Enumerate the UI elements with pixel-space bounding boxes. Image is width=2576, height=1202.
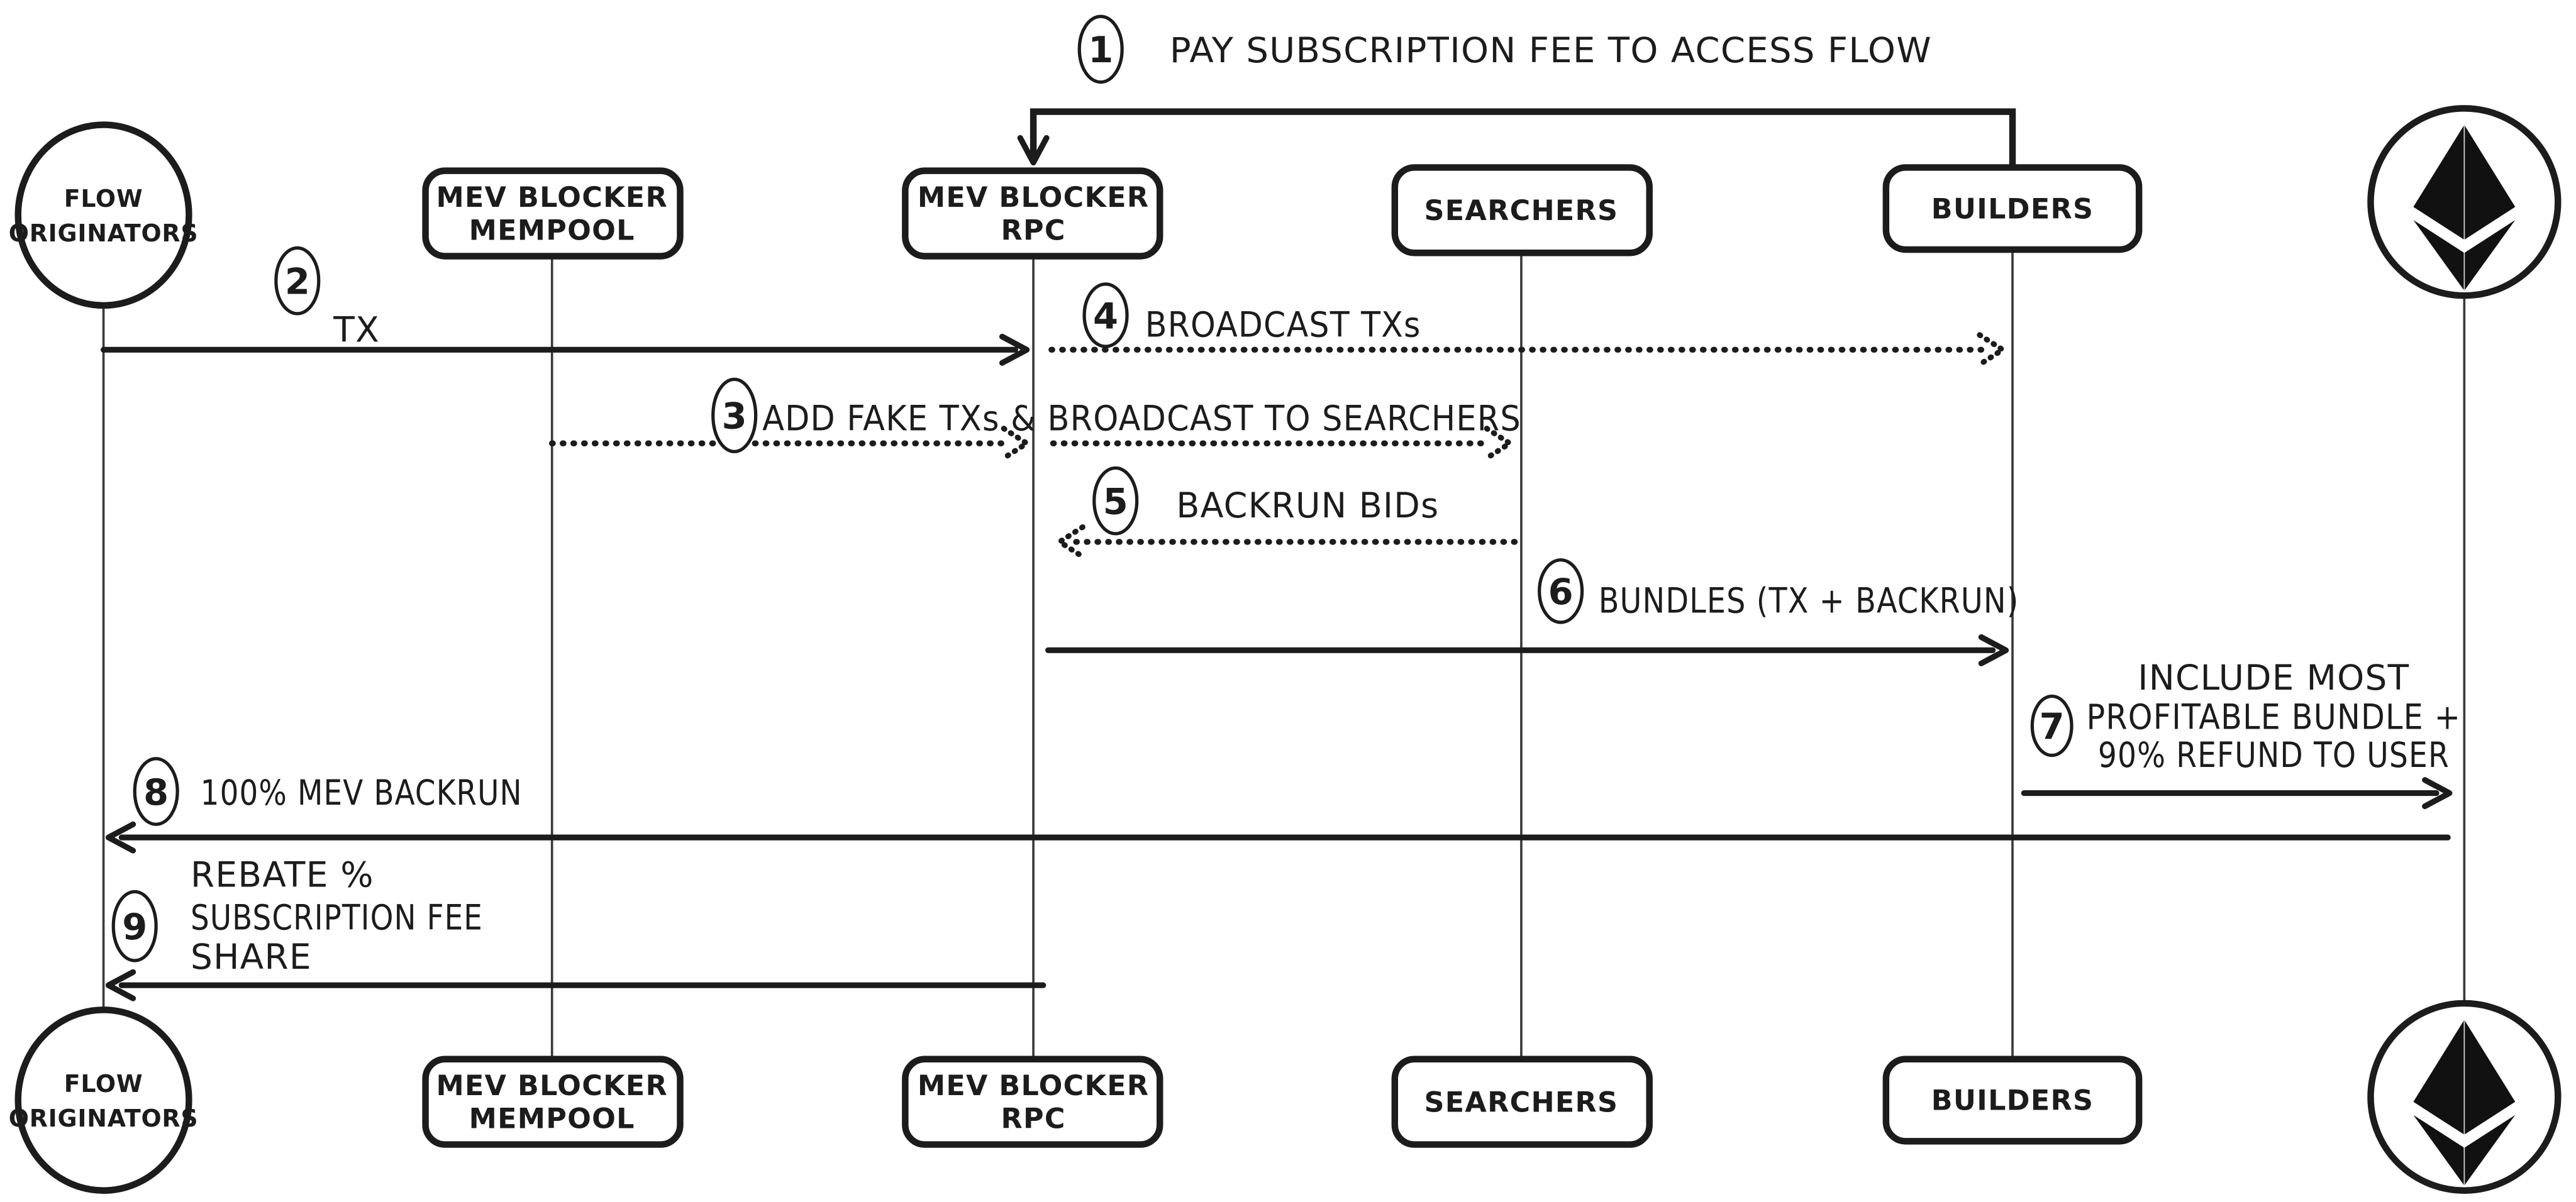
mev-blocker-rpc-label-line2: RPC	[1001, 214, 1065, 246]
step-5-number-badge	[1092, 466, 1139, 536]
step-6-number: 6	[1548, 571, 1574, 613]
flow-originators-circle-bottom	[14, 1006, 192, 1194]
step-2-number-badge	[274, 246, 321, 316]
builders-label: BUILDERS	[1931, 193, 2094, 225]
step-4-arrowhead-right-icon	[1977, 332, 2008, 368]
step-8-arrowhead-left-icon	[105, 821, 136, 854]
step-8-number: 8	[143, 771, 169, 813]
step-7-label-line2: PROFITABLE BUNDLE +	[2087, 697, 2462, 737]
step-6-number-badge	[1538, 558, 1584, 624]
step-1-number: 1	[1088, 29, 1113, 71]
actor-top-builders: BUILDERS	[1882, 164, 2143, 253]
step-4-number: 4	[1093, 295, 1118, 337]
step-6-arrowhead-right-icon	[1978, 634, 2009, 666]
step-9-label-line3: SHARE	[191, 937, 312, 977]
step-1-bracket-line	[1030, 108, 2016, 168]
mev-blocker-mempool-box	[422, 167, 684, 260]
step-2-arrowhead-right-icon	[999, 333, 1030, 366]
step-9-label-line1: REBATE %	[191, 854, 374, 895]
step-5-label: BACKRUN BIDs	[1176, 485, 1439, 526]
step-1-label: PAY SUBSCRIPTION FEE TO ACCESS FLOW	[1170, 30, 1932, 70]
step-1-arrowhead-down-icon	[1017, 135, 1050, 166]
step-4-label: BROADCAST TXs	[1145, 304, 1421, 345]
step-7-label-line1: INCLUDE MOST	[2138, 658, 2409, 698]
flow-originators-bottom-label-line2: ORIGINATORS	[9, 1105, 199, 1132]
searchers-bottom-label: SEARCHERS	[1424, 1086, 1619, 1118]
actor-bottom-mev-blocker-mempool: MEV BLOCKER MEMPOOL	[422, 1056, 684, 1148]
builders-box	[1882, 164, 2143, 253]
step-3-arrowhead-mid-icon	[1001, 426, 1032, 461]
step-8-label: 100% MEV BACKRUN	[201, 773, 523, 813]
flow-originators-label-line1: FLOW	[64, 185, 143, 212]
actor-bottom-flow-originators: FLOW ORIGINATORS	[9, 1006, 199, 1194]
searchers-label: SEARCHERS	[1424, 195, 1619, 227]
actor-bottom-ethereum	[2367, 1000, 2562, 1194]
step-3-number-badge	[711, 377, 758, 453]
mev-blocker-rpc-box	[902, 167, 1163, 260]
step-9-rebate-share: 9 REBATE % SUBSCRIPTION FEE SHARE	[105, 854, 1046, 1001]
step-1-pay-subscription-fee: 1 PAY SUBSCRIPTION FEE TO ACCESS FLOW	[1017, 14, 2016, 168]
step-4-number-badge	[1082, 282, 1129, 348]
mev-blocker-mempool-bottom-label-line1: MEV BLOCKER	[436, 1070, 667, 1102]
step-5-backrun-bids: 5 BACKRUN BIDs	[1054, 466, 1523, 560]
mev-blocker-mempool-label-line2: MEMPOOL	[469, 214, 635, 246]
actor-top-searchers: SEARCHERS	[1391, 164, 1653, 256]
actor-bottom-searchers: SEARCHERS	[1391, 1056, 1653, 1148]
step-6-bundles: 6 BUNDLES (TX + BACKRUN)	[1045, 558, 2019, 666]
lifelines	[102, 202, 2466, 1097]
step-8-mev-backrun: 8 100% MEV BACKRUN	[105, 757, 2451, 854]
mev-blocker-rpc-bottom-label-line1: MEV BLOCKER	[918, 1070, 1149, 1102]
step-7-label-line3: 90% REFUND TO USER	[2098, 735, 2450, 775]
flow-originators-bottom-label-line1: FLOW	[64, 1070, 143, 1098]
step-8-number-badge	[133, 757, 179, 826]
step-2-tx: 2 TX	[100, 246, 1030, 366]
builders-bottom-label: BUILDERS	[1931, 1085, 2094, 1117]
ethereum-logo-bottom-icon	[2413, 1020, 2516, 1186]
step-5-number: 5	[1103, 481, 1128, 523]
step-4-broadcast-txs: 4 BROADCAST TXs	[1048, 282, 2008, 368]
actor-top-ethereum	[2367, 105, 2562, 299]
step-1-number-badge	[1077, 14, 1124, 84]
actor-bottom-mev-blocker-rpc: MEV BLOCKER RPC	[902, 1056, 1163, 1148]
step-7-include-bundle: 7 INCLUDE MOST PROFITABLE BUNDLE + 90% R…	[2021, 658, 2462, 810]
step-3-label: ADD FAKE TXs & BROADCAST TO SEARCHERS	[762, 398, 1521, 438]
step-3-add-fake-txs: 3 ADD FAKE TXs & BROADCAST TO SEARCHERS	[549, 377, 1521, 461]
flow-originators-label-line2: ORIGINATORS	[9, 219, 199, 247]
step-9-number: 9	[122, 906, 147, 948]
step-7-arrowhead-right-icon	[2422, 777, 2453, 810]
ethereum-logo-icon	[2413, 124, 2516, 291]
mev-blocker-rpc-bottom-label-line2: RPC	[1001, 1103, 1065, 1135]
mev-blocker-mempool-box-bottom	[422, 1056, 684, 1148]
step-6-label: BUNDLES (TX + BACKRUN)	[1599, 580, 2019, 620]
step-7-number-badge	[2030, 694, 2074, 758]
actor-top-flow-originators: FLOW ORIGINATORS	[9, 121, 199, 309]
step-2-number: 2	[285, 261, 310, 303]
searchers-box-bottom	[1391, 1056, 1653, 1148]
step-3-number: 3	[722, 395, 747, 438]
actor-top-mev-blocker-mempool: MEV BLOCKER MEMPOOL	[422, 167, 684, 260]
step-9-label-line2: SUBSCRIPTION FEE	[191, 897, 483, 937]
searchers-box	[1391, 164, 1653, 256]
step-3-arrowhead-right-icon	[1484, 426, 1515, 461]
mev-blocker-mempool-label-line1: MEV BLOCKER	[436, 182, 667, 214]
mev-blocker-mempool-bottom-label-line2: MEMPOOL	[469, 1103, 635, 1135]
builders-box-bottom	[1882, 1056, 2143, 1145]
step-9-number-badge	[111, 890, 158, 962]
actor-top-mev-blocker-rpc: MEV BLOCKER RPC	[902, 167, 1163, 260]
step-7-number: 7	[2040, 705, 2065, 747]
flow-originators-circle	[14, 121, 192, 309]
step-5-arrowhead-left-icon	[1054, 524, 1085, 560]
step-9-arrowhead-left-icon	[105, 969, 136, 1001]
actor-bottom-builders: BUILDERS	[1882, 1056, 2143, 1145]
step-2-label: TX	[333, 309, 380, 350]
mev-blocker-rpc-label-line1: MEV BLOCKER	[918, 182, 1149, 214]
mev-blocker-rpc-box-bottom	[902, 1056, 1163, 1148]
